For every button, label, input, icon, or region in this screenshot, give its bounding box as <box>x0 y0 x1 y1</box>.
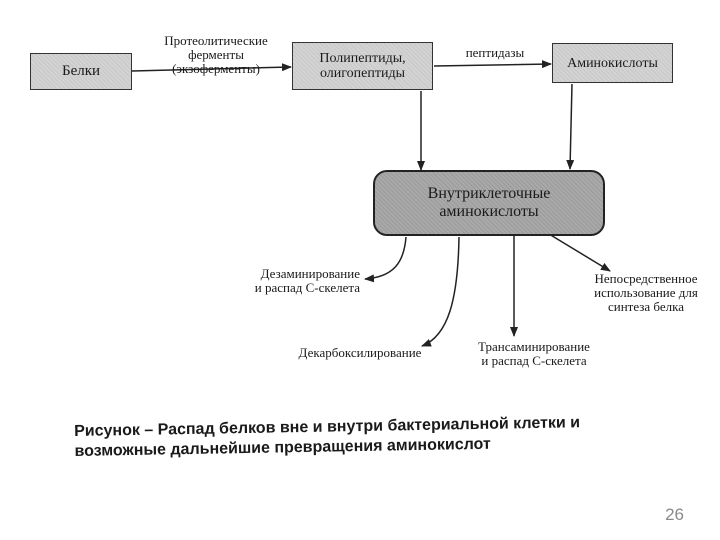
page-number: 26 <box>665 505 684 524</box>
arrow-to-decarboxylation <box>421 236 460 347</box>
node-proteins: Белки <box>30 53 132 90</box>
outcome-transamination: Трансаминирование и распад С-скелета <box>478 339 590 368</box>
node-polypeptides: Полипептиды, олигопептиды <box>292 42 433 90</box>
arrow-polypeptides-to-amino-acids <box>433 60 552 69</box>
node-amino-acids: Аминокислоты <box>552 43 673 83</box>
outcome-deamination: Дезаминирование и распад С-скелета <box>254 266 360 295</box>
arrow-to-deamination <box>364 236 407 283</box>
arrow-to-direct-use <box>548 233 611 272</box>
label-peptidases: пептидазы <box>465 45 525 60</box>
arrow-amino-acids-to-intracellular <box>566 83 575 170</box>
node-intracellular-amino-acids: Внутриклеточные аминокислоты <box>373 170 605 236</box>
label-proteolytic-enzymes: Протеолитические ферменты (экзоферменты) <box>164 33 268 76</box>
outcome-decarboxylation: Декарбоксилирование <box>298 345 422 360</box>
outcome-direct-protein-synthesis: Непосредственное использование для синте… <box>594 271 698 314</box>
arrow-proteins-to-polypeptides <box>131 63 292 72</box>
